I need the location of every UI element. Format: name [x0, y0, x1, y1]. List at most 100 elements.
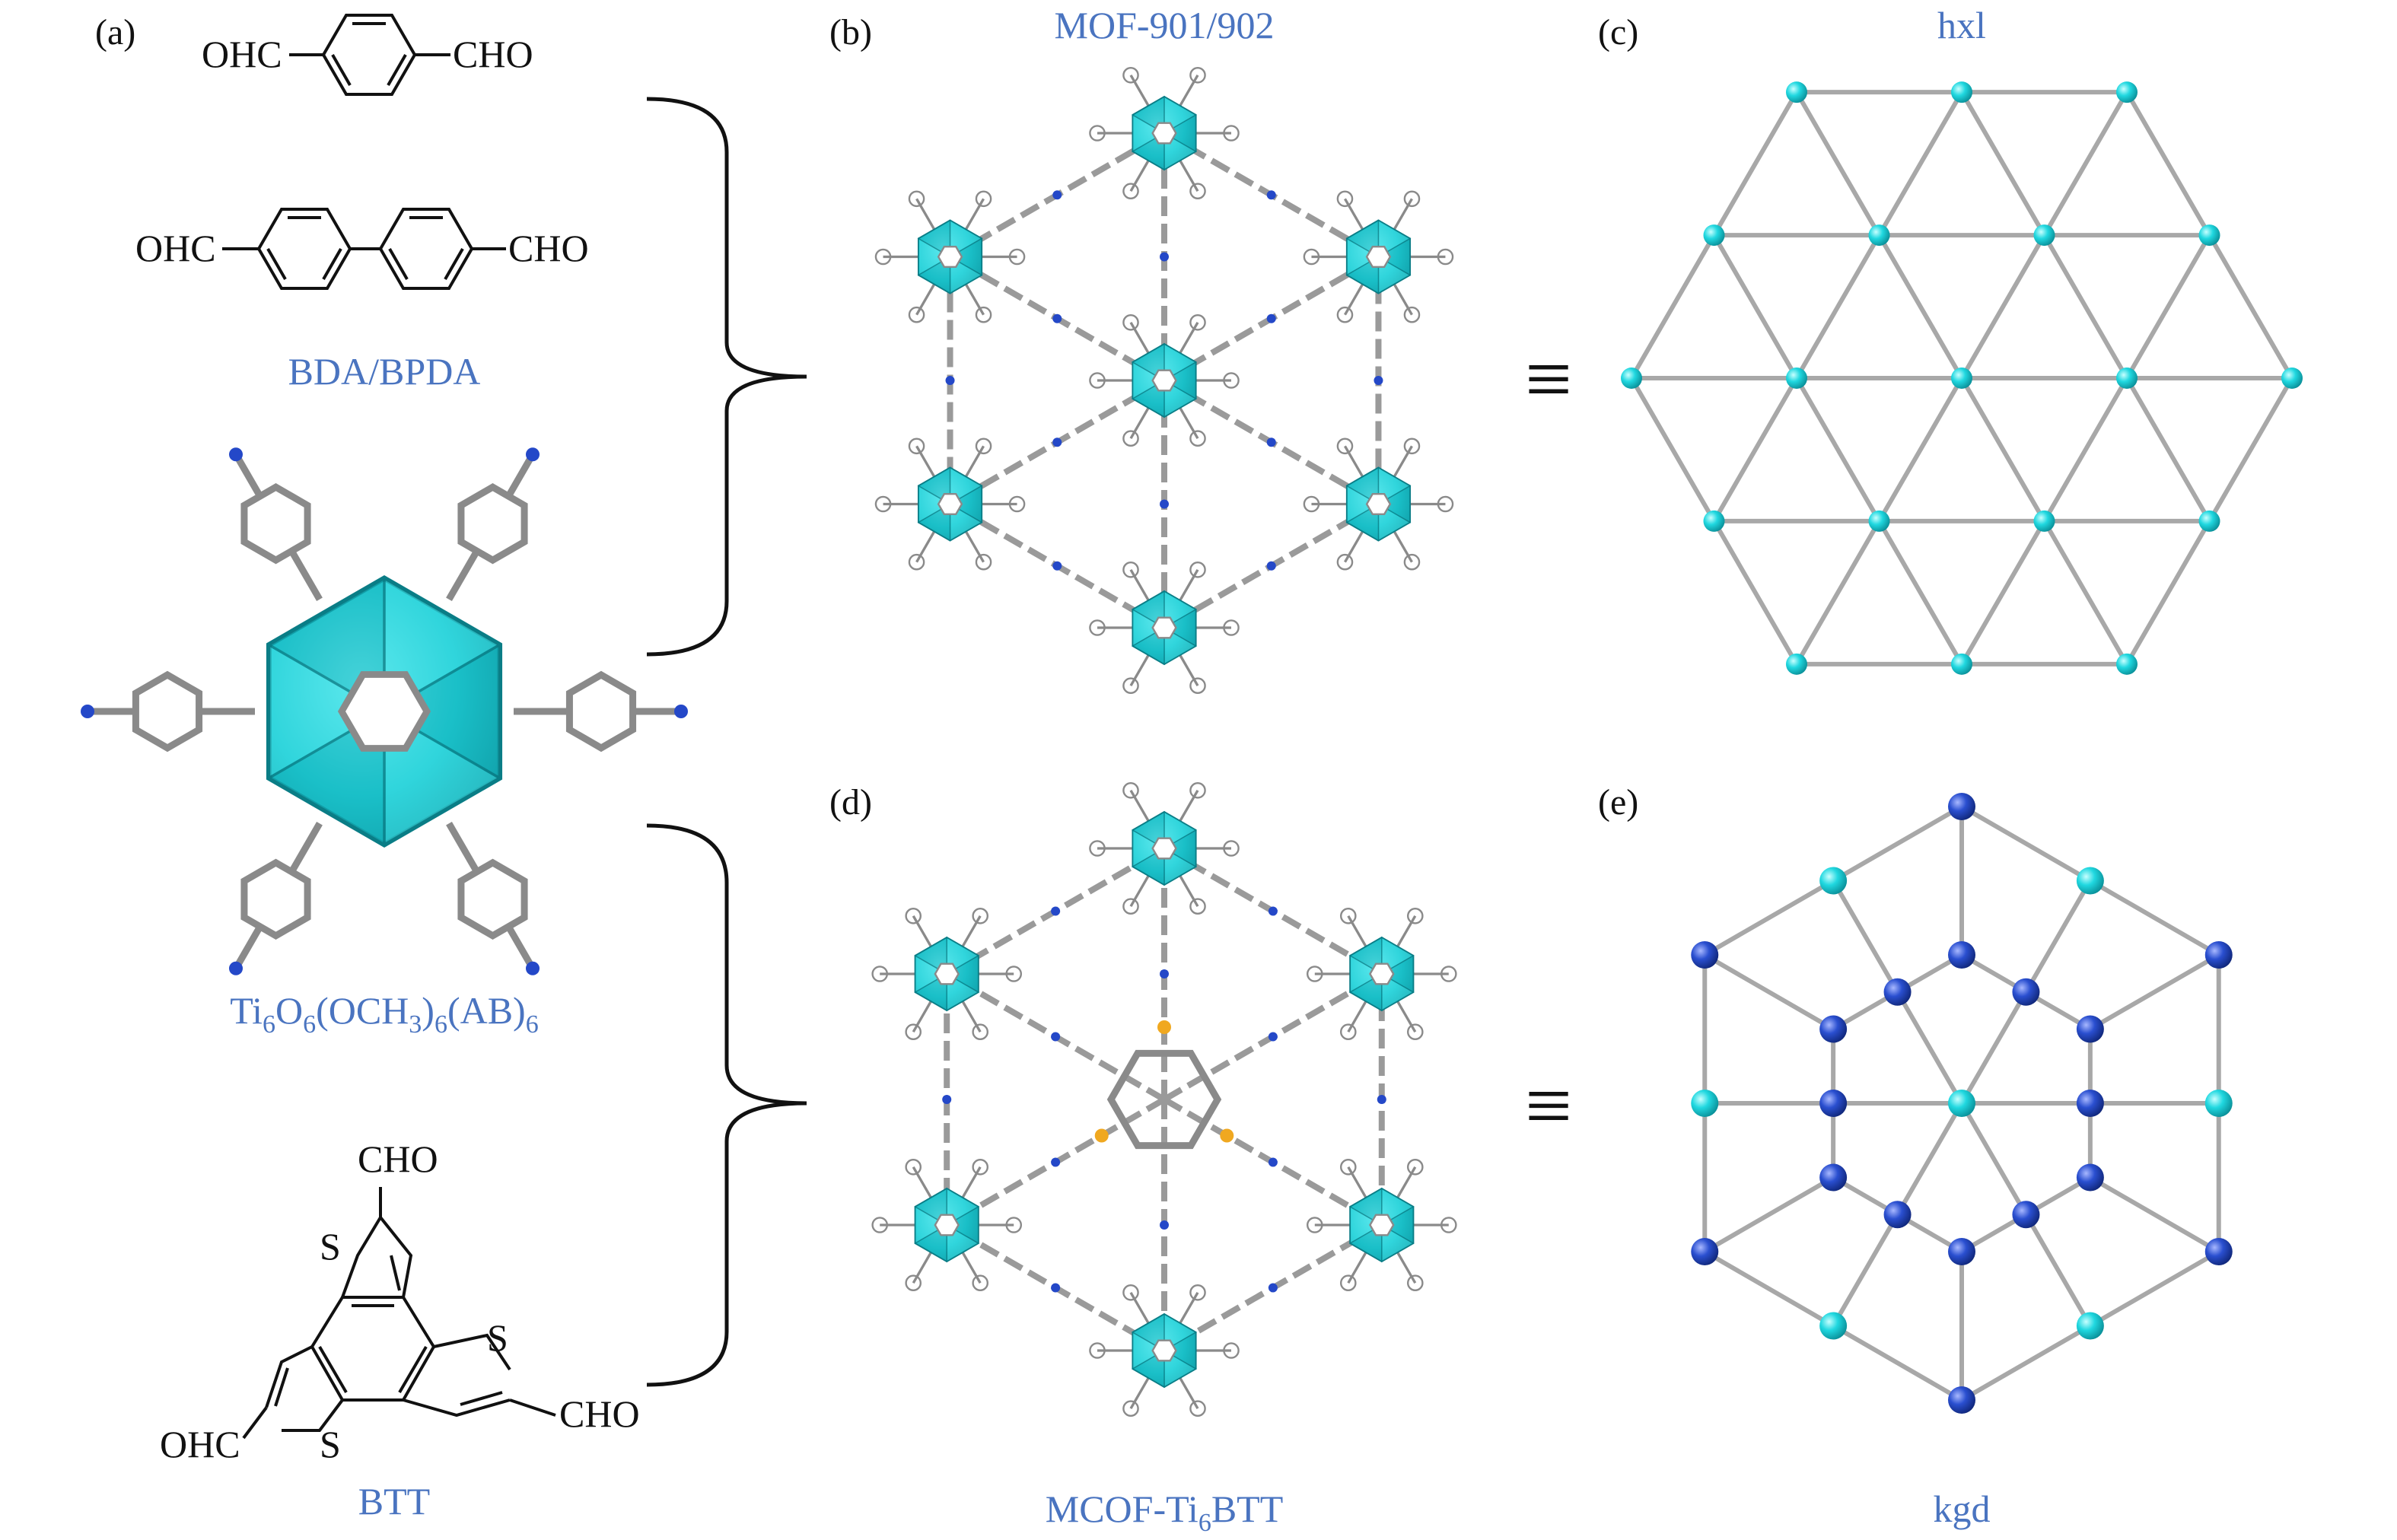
panel-label-c: (c) — [1598, 12, 1638, 52]
amine-end — [229, 961, 243, 975]
panel-label-b: (b) — [829, 12, 872, 52]
phenyl-ring — [1189, 66, 1206, 84]
phenyl-ring — [1406, 1158, 1424, 1176]
caption-cluster: Ti6O6(OCH3)6(AB)6 — [230, 989, 538, 1039]
bpda-structure: OHC CHO — [135, 208, 589, 290]
phenyl-ring — [1336, 190, 1354, 208]
hxl-net — [1621, 81, 2303, 675]
net-edge — [2042, 377, 2129, 523]
net-edge — [1831, 1213, 1900, 1328]
net-node — [2116, 368, 2138, 389]
phenyl-ring — [1122, 1284, 1139, 1301]
phenyl-ring — [1122, 183, 1139, 200]
net-edge — [1959, 520, 2047, 666]
net-edge — [1794, 520, 1882, 666]
net-node — [2076, 1090, 2104, 1117]
phenyl-ring — [1306, 966, 1323, 982]
btt-left-cho: OHC — [160, 1423, 240, 1465]
phenyl-ring — [1189, 1284, 1206, 1301]
cluster-core-ring — [1151, 837, 1177, 860]
panel-label-a: (a) — [95, 12, 135, 52]
bpda-right-cho: CHO — [508, 227, 589, 269]
net-node — [1951, 368, 1972, 389]
imine-nitrogen — [1266, 313, 1276, 323]
net-edge — [1877, 91, 1964, 237]
cluster-core-ring — [937, 492, 963, 516]
amine-end — [674, 705, 688, 718]
net-node — [1691, 941, 1719, 969]
btt-core — [1094, 1020, 1234, 1150]
imine-nitrogen — [1377, 1095, 1386, 1104]
imine-nitrogen — [1052, 561, 1062, 571]
net-node — [1948, 1386, 1975, 1414]
cluster-facet — [1163, 113, 1197, 153]
phenyl-ring — [908, 190, 925, 208]
phenyl-ring — [132, 670, 203, 752]
btt-structure: CHO S S CHO S OHC — [160, 1138, 640, 1465]
net-edge — [1959, 377, 2047, 523]
btt-right-cho: CHO — [559, 1392, 640, 1435]
phenyl-ring — [1189, 313, 1206, 331]
phenyl-ring — [1008, 248, 1026, 266]
net-edge — [2023, 1213, 2093, 1328]
phenyl-ring — [1440, 966, 1457, 982]
phenyl-ring — [1303, 495, 1320, 513]
phenyl-ring — [1223, 125, 1240, 142]
ti6-cluster — [266, 574, 503, 848]
net-edge — [1959, 234, 2047, 380]
phenyl-ring — [1122, 1400, 1139, 1418]
imine-nitrogen — [1160, 969, 1169, 978]
net-node — [1883, 1201, 1912, 1229]
caption-btt: BTT — [358, 1480, 430, 1522]
phenyl-ring — [1339, 1158, 1357, 1176]
imine-nitrogen — [942, 1095, 952, 1104]
cluster-core-ring — [934, 963, 960, 985]
sulfur-atom — [1157, 1020, 1171, 1034]
imine-nitrogen — [1160, 499, 1169, 509]
imine-nitrogen — [1266, 438, 1276, 447]
imine-nitrogen — [1052, 438, 1062, 447]
phenyl-ring — [874, 248, 892, 266]
net-edge — [1629, 234, 1717, 380]
amine-end — [81, 705, 94, 718]
cluster-core-ring — [1369, 963, 1395, 985]
net-edge — [1959, 1102, 2029, 1216]
net-edge — [2207, 377, 2294, 523]
net-edge — [1794, 377, 1882, 523]
cluster-facet — [1380, 1205, 1415, 1245]
cluster-facet — [1163, 361, 1197, 400]
net-node — [1948, 1090, 1975, 1117]
net-edge — [1959, 91, 2047, 237]
phenyl-ring — [1339, 907, 1357, 924]
phenyl-ring — [240, 858, 311, 940]
phenyl-ring — [1189, 1400, 1206, 1418]
ti6-cluster — [1306, 1158, 1457, 1292]
phenyl-ring — [1089, 619, 1106, 636]
imine-nitrogen — [1051, 1032, 1061, 1042]
imine-nitrogen — [1052, 190, 1062, 200]
ti6-cluster — [1089, 66, 1240, 200]
imine-nitrogen — [1268, 906, 1278, 916]
phenyl-ring — [1339, 1274, 1357, 1292]
net-edge — [1877, 377, 1964, 523]
net-node — [2204, 1238, 2233, 1265]
phenyl-ring — [1336, 306, 1354, 323]
phenyl-ring — [972, 1023, 989, 1041]
phenyl-ring — [975, 306, 992, 323]
net-edge — [1711, 234, 1799, 380]
cluster-facet — [381, 642, 501, 781]
phenyl-ring — [1223, 619, 1240, 636]
net-node — [1819, 867, 1848, 895]
caption-kgd: kgd — [1934, 1488, 1991, 1530]
imine-nitrogen — [1266, 190, 1276, 200]
cluster-core-ring — [1151, 122, 1177, 145]
imine-nitrogen — [945, 376, 955, 385]
net-node — [1621, 368, 1642, 389]
net-edge — [1794, 91, 1882, 237]
caption-mcof: MCOF-Ti6BTT — [1046, 1488, 1284, 1536]
imine-nitrogen — [1160, 1220, 1169, 1230]
btt-s-top: S — [320, 1225, 341, 1268]
imine-nitrogen — [1268, 1283, 1278, 1293]
net-node — [1819, 1090, 1848, 1117]
